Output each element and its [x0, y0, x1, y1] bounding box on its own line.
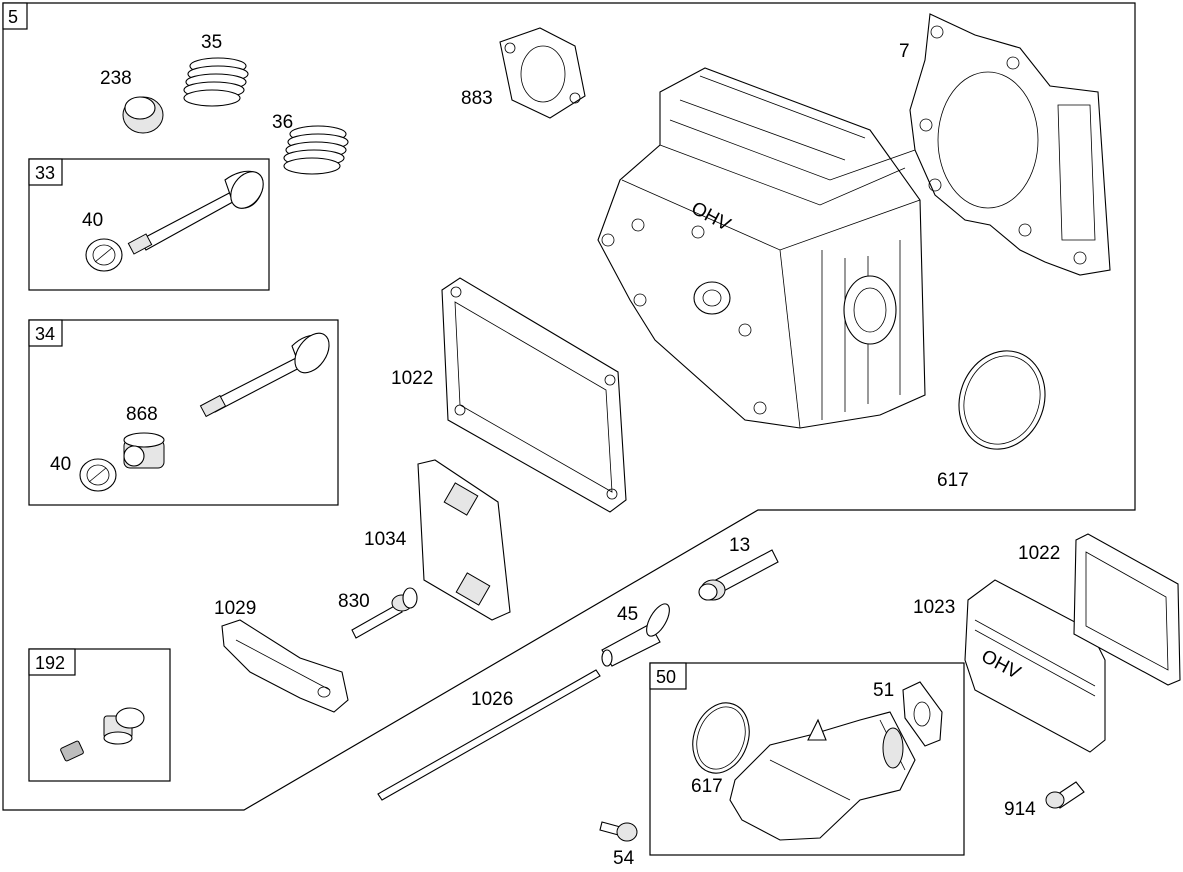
- breather-fitting: [103, 707, 145, 745]
- label-914: 914: [1004, 799, 1036, 820]
- group-33-box: [28, 158, 270, 291]
- intake-valve: [199, 332, 330, 418]
- bolt-914: [1045, 781, 1085, 809]
- label-617-upper: 617: [937, 470, 969, 491]
- label-1029: 1029: [214, 598, 256, 619]
- valve-spring-35: [183, 57, 249, 107]
- label-1034: 1034: [364, 529, 407, 550]
- bolt-13: [698, 549, 779, 601]
- screw-54: [599, 821, 638, 842]
- o-ring-617-upper: [958, 350, 1046, 450]
- label-35: 35: [201, 32, 222, 53]
- rocker-arm-1029: [221, 619, 349, 713]
- rocker-gasket-1022-inner: [441, 277, 627, 513]
- label-617-lower: 617: [691, 776, 723, 797]
- group-192-tag: [28, 648, 76, 676]
- label-1023: 1023: [913, 597, 955, 618]
- head-gasket-7: [909, 13, 1111, 276]
- label-1026: 1026: [471, 689, 513, 710]
- group-50-label: 50: [656, 667, 676, 687]
- group-192-box: [28, 648, 171, 782]
- intake-manifold: [729, 711, 916, 841]
- gasket-51: [902, 681, 943, 747]
- label-51: 51: [873, 680, 894, 701]
- group-50-box: [649, 662, 965, 856]
- breather-plate-1034: [417, 459, 511, 621]
- label-1022-inner: 1022: [391, 368, 433, 389]
- label-36: 36: [272, 112, 293, 133]
- label-54: 54: [613, 848, 635, 869]
- group-34-label: 34: [35, 324, 55, 344]
- group-33-label: 33: [35, 163, 55, 183]
- stud-830: [351, 587, 418, 639]
- label-868: 868: [126, 404, 158, 425]
- o-ring-617-lower: [692, 702, 750, 774]
- group-34-box: [28, 319, 339, 506]
- label-238: 238: [100, 68, 132, 89]
- group-34-tag: [28, 319, 63, 347]
- label-883: 883: [461, 88, 493, 109]
- label-45: 45: [617, 604, 638, 625]
- cylinder-head: OHV: [597, 67, 926, 429]
- group-192-label: 192: [35, 653, 65, 673]
- rocker-gasket-1022-outer: [1073, 533, 1181, 686]
- valve-seal-868: [123, 432, 165, 469]
- group-5-tag: [2, 2, 28, 30]
- valve-keeper-40a: [85, 238, 123, 272]
- label-40-intake: 40: [50, 454, 71, 475]
- rocker-cover-1023: OHV: [964, 579, 1106, 753]
- group-5-outline: [2, 2, 1136, 811]
- exhaust-valve: [127, 170, 264, 255]
- breather-screw: [60, 740, 84, 762]
- label-40-exhaust: 40: [82, 210, 103, 231]
- push-rod-1026: [377, 669, 601, 801]
- valve-keeper-40b: [79, 458, 117, 492]
- label-13: 13: [729, 535, 750, 556]
- group-5-label: 5: [8, 7, 18, 27]
- gasket-883: [499, 27, 586, 119]
- label-7: 7: [899, 41, 910, 62]
- guide-45: [601, 603, 670, 667]
- group-33-tag: [28, 158, 63, 186]
- label-830: 830: [338, 591, 370, 612]
- label-1022-outer: 1022: [1018, 543, 1060, 564]
- valve-spring-36: [283, 125, 349, 175]
- group-50-tag: [649, 662, 687, 690]
- spring-retainer-238: [122, 96, 164, 134]
